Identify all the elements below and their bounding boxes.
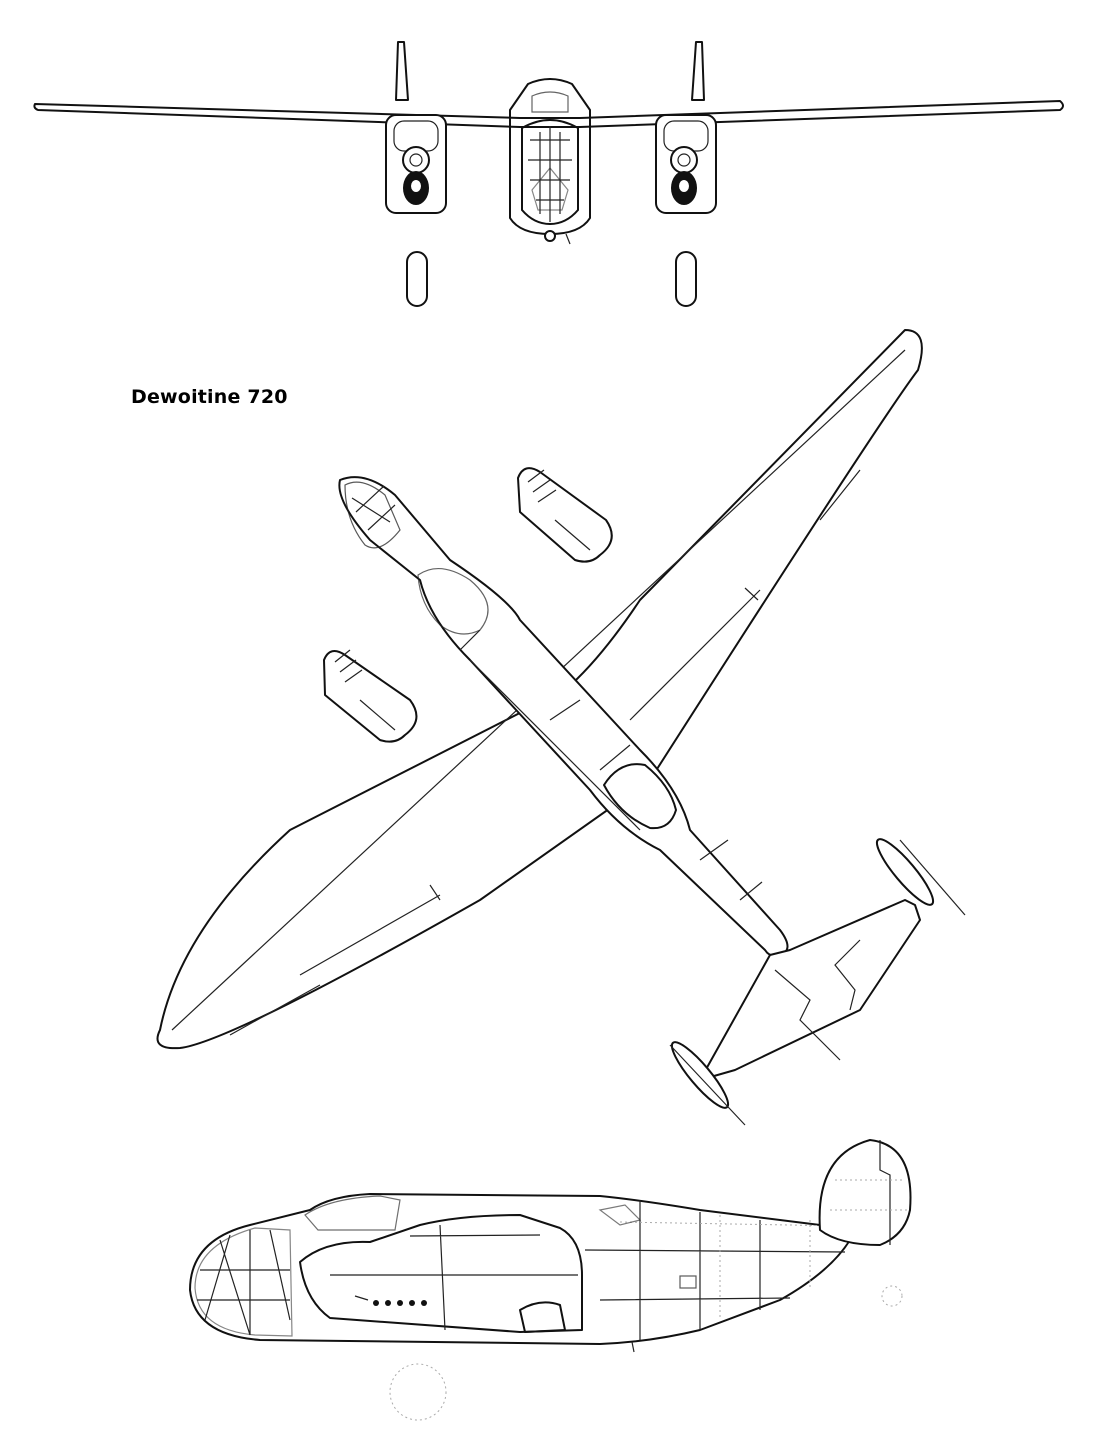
plan-right-engine — [517, 467, 613, 563]
plan-left-engine — [323, 649, 418, 743]
plan-view — [156, 329, 966, 1126]
plan-right-wing — [564, 329, 923, 781]
drawing-caption: Dewoitine 720 — [131, 386, 288, 408]
side-fin — [818, 1139, 912, 1246]
plan-right-fin — [875, 838, 935, 906]
side-main-wheel — [389, 1363, 447, 1421]
front-fuselage — [509, 78, 591, 245]
side-tail-wheel — [881, 1285, 903, 1307]
front-left-engine — [385, 114, 447, 214]
side-view — [189, 1139, 912, 1421]
plan-tailplane — [669, 838, 966, 1126]
side-nose-glazing — [194, 1227, 293, 1337]
front-view — [33, 41, 1064, 307]
front-left-wheel — [406, 251, 428, 307]
front-right-engine — [655, 114, 717, 214]
front-right-wheel — [675, 251, 697, 307]
side-engine-nacelle — [299, 1214, 583, 1333]
